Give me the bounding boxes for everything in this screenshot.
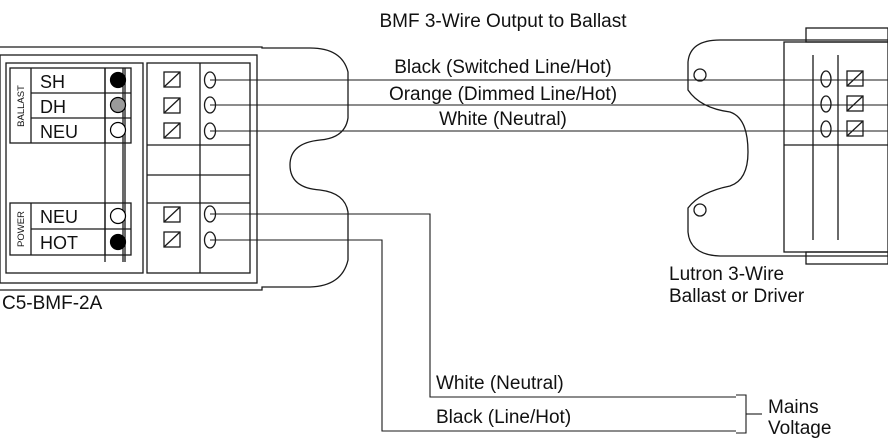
mains-bracket <box>736 394 747 434</box>
output-wire-label-white: White (Neutral) <box>439 109 567 130</box>
ballast-group-box <box>9 67 132 144</box>
wire-mains-neutral <box>210 213 736 398</box>
screw-terminals-ballast <box>163 71 217 140</box>
mains-wires <box>210 213 762 434</box>
ballast-name-line2: Ballast or Driver <box>669 286 805 307</box>
ballast-body <box>783 41 888 253</box>
terminal-block <box>146 62 251 274</box>
output-wires <box>210 79 888 132</box>
terminal-label-neu-ballast: NEU <box>40 122 78 142</box>
device-name: C5-BMF-2A <box>2 293 103 314</box>
terminal-label-neu-power: NEU <box>40 207 78 227</box>
device-flange <box>0 46 349 291</box>
ballast-flange <box>687 39 888 257</box>
device-body <box>0 54 258 284</box>
label-panel <box>5 62 144 274</box>
mains-label-line1: Mains <box>768 397 819 418</box>
mains-wire-label-black: Black (Line/Hot) <box>436 407 571 428</box>
ballast-name-line1: Lutron 3-Wire <box>669 264 784 285</box>
mains-wire-label-white: White (Neutral) <box>436 373 564 394</box>
terminal-dot-neu-power <box>109 207 127 225</box>
mains-label-line2: Voltage <box>768 418 831 438</box>
lutron-ballast <box>687 27 888 265</box>
terminal-label-hot: HOT <box>40 233 78 253</box>
terminal-dot-dh <box>109 96 127 114</box>
power-group-label: POWER <box>16 211 27 247</box>
bmf-device: BALLAST SH DH NEU POWER NEU HOT <box>0 46 349 291</box>
terminal-label-dh: DH <box>40 97 66 117</box>
terminal-dot-sh <box>109 71 127 89</box>
wire-mains-hot <box>210 239 736 432</box>
ballast-group-label: BALLAST <box>16 85 27 127</box>
output-wire-label-black: Black (Switched Line/Hot) <box>394 57 612 78</box>
terminal-dot-neu-ballast <box>109 121 127 139</box>
output-wire-label-orange: Orange (Dimmed Line/Hot) <box>389 84 617 105</box>
diagram-title: BMF 3-Wire Output to Ballast <box>379 11 627 32</box>
screw-terminals-power <box>163 205 217 249</box>
terminal-dot-hot <box>109 233 127 251</box>
terminal-label-sh: SH <box>40 72 65 92</box>
